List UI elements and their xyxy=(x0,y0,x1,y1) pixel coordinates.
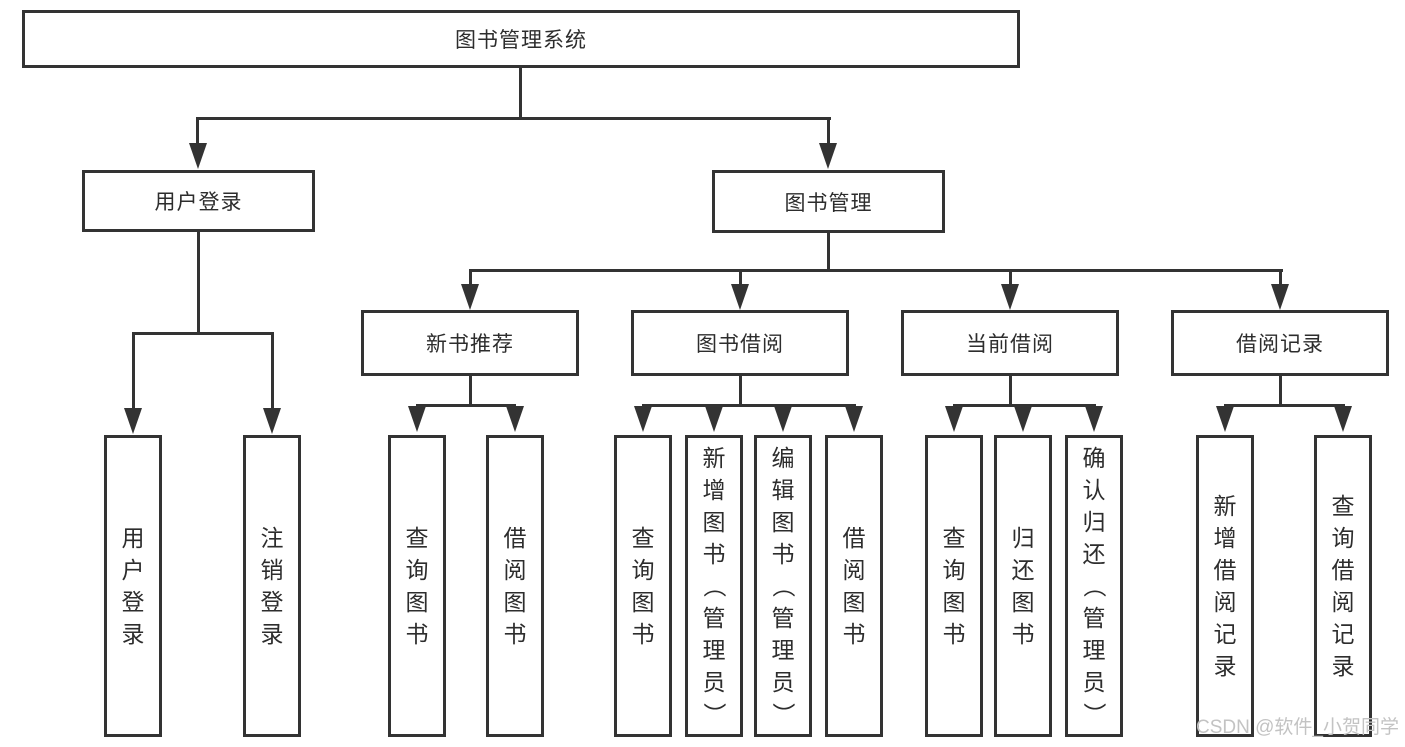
node-borrow-records-label: 借阅记录 xyxy=(1236,333,1324,356)
connector-line xyxy=(197,117,831,120)
leaf-search-borrow-record: 查询借阅记录 xyxy=(1314,435,1372,737)
arrow-down-icon xyxy=(461,284,479,310)
leaf-borrow-books-label: 借阅图书 xyxy=(842,525,866,647)
leaf-user-login-label: 用户登录 xyxy=(121,525,145,647)
leaf-search-books-recommend: 查询图书 xyxy=(388,435,446,737)
arrow-down-icon xyxy=(506,406,524,432)
arrow-down-icon xyxy=(945,406,963,432)
arrow-down-icon xyxy=(1085,406,1103,432)
leaf-search-borrow-record-label: 查询借阅记录 xyxy=(1331,493,1355,679)
connector-line xyxy=(519,68,522,120)
connector-line xyxy=(469,376,472,406)
node-new-book-recommend-label: 新书推荐 xyxy=(426,333,514,356)
leaf-user-login: 用户登录 xyxy=(104,435,162,737)
leaf-confirm-return-admin-label: 确认归还（管理员） xyxy=(1081,445,1107,726)
leaf-return-books-label: 归还图书 xyxy=(1011,525,1035,647)
leaf-add-books-admin: 新增图书（管理员） xyxy=(685,435,743,737)
connector-line xyxy=(416,404,516,407)
node-new-book-recommend: 新书推荐 xyxy=(361,310,579,376)
arrow-down-icon xyxy=(189,143,207,169)
connector-line xyxy=(1224,404,1345,407)
leaf-borrow-books-recommend: 借阅图书 xyxy=(486,435,544,737)
arrow-down-icon xyxy=(1216,406,1234,432)
arrow-down-icon xyxy=(1271,284,1289,310)
node-user-login: 用户登录 xyxy=(82,170,315,232)
arrow-down-icon xyxy=(408,406,426,432)
leaf-borrow-books-recommend-label: 借阅图书 xyxy=(503,525,527,647)
leaf-logout-login-label: 注销登录 xyxy=(260,525,284,647)
node-current-borrow-label: 当前借阅 xyxy=(966,333,1054,356)
arrow-down-icon xyxy=(124,408,142,434)
leaf-edit-books-admin-label: 编辑图书（管理员） xyxy=(770,445,796,726)
connector-line xyxy=(953,404,1096,407)
node-root: 图书管理系统 xyxy=(22,10,1020,68)
leaf-search-books-current: 查询图书 xyxy=(925,435,983,737)
leaf-search-books-recommend-label: 查询图书 xyxy=(405,525,429,647)
arrow-down-icon xyxy=(1014,406,1032,432)
node-book-borrow: 图书借阅 xyxy=(631,310,849,376)
connector-line xyxy=(827,232,830,272)
arrow-down-icon xyxy=(1001,284,1019,310)
connector-line xyxy=(197,232,200,335)
connector-line xyxy=(1009,376,1012,406)
arrow-down-icon xyxy=(845,406,863,432)
node-current-borrow: 当前借阅 xyxy=(901,310,1119,376)
leaf-add-borrow-record: 新增借阅记录 xyxy=(1196,435,1254,737)
arrow-down-icon xyxy=(634,406,652,432)
leaf-add-books-admin-label: 新增图书（管理员） xyxy=(701,445,727,726)
leaf-borrow-books: 借阅图书 xyxy=(825,435,883,737)
connector-line xyxy=(827,117,830,147)
node-book-borrow-label: 图书借阅 xyxy=(696,333,784,356)
leaf-search-books-borrow: 查询图书 xyxy=(614,435,672,737)
node-root-label: 图书管理系统 xyxy=(455,29,587,52)
node-borrow-records: 借阅记录 xyxy=(1171,310,1389,376)
leaf-edit-books-admin: 编辑图书（管理员） xyxy=(754,435,812,737)
connector-line xyxy=(739,376,742,406)
connector-line xyxy=(196,117,199,147)
connector-line xyxy=(132,332,135,410)
leaf-search-books-borrow-label: 查询图书 xyxy=(631,525,655,647)
leaf-add-borrow-record-label: 新增借阅记录 xyxy=(1213,493,1237,679)
leaf-return-books: 归还图书 xyxy=(994,435,1052,737)
connector-line xyxy=(739,269,742,286)
arrow-down-icon xyxy=(731,284,749,310)
arrow-down-icon xyxy=(263,408,281,434)
connector-line xyxy=(1279,269,1282,286)
node-user-login-label: 用户登录 xyxy=(154,191,243,214)
arrow-down-icon xyxy=(705,406,723,432)
node-book-management-label: 图书管理 xyxy=(784,191,873,215)
csdn-watermark: CSDN @软件_小贺同学 xyxy=(1196,717,1399,738)
arrow-down-icon xyxy=(774,406,792,432)
leaf-search-books-current-label: 查询图书 xyxy=(942,525,966,647)
connector-line xyxy=(1279,376,1282,406)
connector-line xyxy=(1009,269,1012,286)
connector-line xyxy=(271,332,274,410)
node-book-management: 图书管理 xyxy=(712,170,945,233)
connector-line xyxy=(470,269,1283,272)
arrow-down-icon xyxy=(819,143,837,169)
arrow-down-icon xyxy=(1334,406,1352,432)
leaf-logout-login: 注销登录 xyxy=(243,435,301,737)
leaf-confirm-return-admin: 确认归还（管理员） xyxy=(1065,435,1123,737)
connector-line xyxy=(642,404,856,407)
connector-line xyxy=(132,332,274,335)
connector-line xyxy=(469,269,472,286)
